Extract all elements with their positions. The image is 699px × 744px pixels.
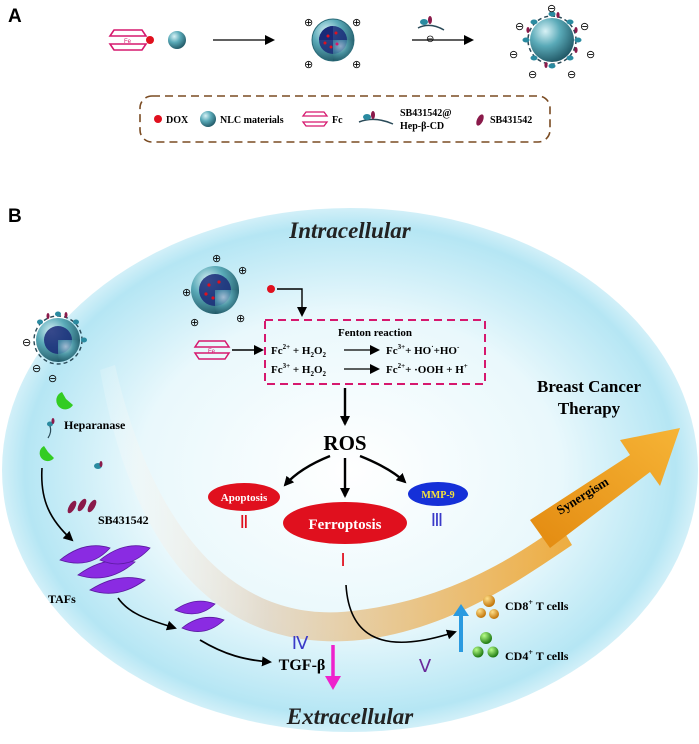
tafs-cells-icon: [59, 545, 151, 594]
legend-sb-cd-label-line2: Hep-β-CD: [400, 121, 444, 132]
arrow-tafs-to-taf2: [117, 597, 177, 631]
panel-b-label: B: [8, 206, 22, 227]
synergism-arrow: [530, 428, 680, 548]
svg-text:Fc3++ HO·+HO-: Fc3++ HO·+HO-: [386, 343, 460, 357]
legend-sb-label: SB431542: [490, 115, 532, 126]
svg-text:Fc3+ + H2O2: Fc3+ + H2O2: [271, 362, 327, 378]
swoosh-curve: [100, 365, 572, 642]
cd8-tcell-icons: [476, 595, 499, 619]
svg-text:⊕: ⊕: [212, 253, 221, 265]
svg-text:Fe: Fe: [124, 39, 132, 45]
legend-fc-label: Fc: [332, 115, 343, 126]
cd-fragment-icon: [94, 461, 103, 469]
svg-text:⊕: ⊕: [352, 59, 361, 71]
extracellular-label: Extracellular: [286, 704, 415, 729]
intracellular-label: Intracellular: [288, 218, 411, 243]
loaded-nlc-particle-b: [191, 266, 239, 314]
svg-text:⊖: ⊖: [22, 337, 31, 349]
svg-text:⊖: ⊖: [32, 363, 41, 375]
sb-cd-fragment-icon: [47, 418, 55, 439]
arrow-dox-to-fenton: [277, 288, 307, 317]
svg-text:⊕: ⊕: [304, 17, 313, 29]
svg-text:⊖: ⊖: [586, 49, 595, 61]
arrow-to-tafs: [40, 467, 74, 542]
legend-sb-cd-icon: [358, 111, 394, 125]
arrow-ros-to-mmp9: [359, 454, 407, 484]
cd8-label: CD8+ T cells: [505, 598, 569, 613]
svg-text:⊖: ⊖: [567, 69, 576, 81]
svg-text:Fc2++ ·OOH + H+: Fc2++ ·OOH + H+: [386, 362, 468, 376]
mmp9-ellipse: [408, 482, 468, 506]
roman-iii: Ⅲ: [431, 510, 443, 530]
tafs-cells-icon-2: [174, 600, 225, 632]
svg-text:⊖: ⊖: [528, 69, 537, 81]
legend-dox-label: DOX: [166, 115, 189, 126]
tgf-down-arrow-head: [325, 676, 341, 690]
legend-nlc-icon: [200, 111, 216, 127]
svg-text:⊕: ⊕: [182, 287, 191, 299]
svg-text:⊕: ⊕: [236, 313, 245, 325]
roman-iv: Ⅳ: [292, 633, 309, 653]
mmp9-label: MMP-9: [421, 490, 454, 501]
svg-text:Fe: Fe: [208, 349, 216, 355]
tafs-label: TAFs: [48, 592, 76, 606]
cd4-label: CD4+ T cells: [505, 648, 569, 663]
svg-text:⊖: ⊖: [48, 373, 57, 385]
nlc-particle-icon: [168, 31, 186, 49]
arrow-to-tgf: [199, 639, 272, 667]
tgf-beta-label: TGF-β: [279, 657, 326, 674]
arrow-ferroptosis-to-tcells: [345, 584, 457, 644]
tcell-up-arrow-head: [453, 604, 469, 616]
ros-label: ROS: [323, 431, 366, 455]
negative-charge-icons: ⊖ ⊖ ⊖ ⊖ ⊖ ⊖ ⊖: [509, 3, 595, 81]
dox-dot-icon: [146, 36, 154, 44]
svg-text:⊕: ⊕: [238, 265, 247, 277]
heparanase-icon: [56, 392, 73, 410]
apoptosis-label: Apoptosis: [221, 492, 268, 504]
loaded-nlc-particle: [311, 18, 355, 62]
panel-a-label: A: [8, 6, 22, 27]
svg-text:Fc2+ + H2O2: Fc2+ + H2O2: [271, 343, 327, 359]
legend-dox-icon: [154, 115, 162, 123]
svg-text:⊖: ⊖: [515, 21, 524, 33]
positive-charge-icons-b: ⊕ ⊕ ⊕ ⊕ ⊕: [182, 253, 247, 329]
cd4-tcell-icons: [472, 632, 499, 658]
roman-i: Ⅰ: [340, 550, 345, 570]
svg-text:⊖: ⊖: [509, 49, 518, 61]
heparanase-icon-2: [39, 446, 54, 462]
panel-a-legend-box: [139, 95, 551, 143]
svg-text:⊕: ⊕: [190, 317, 199, 329]
ferrocene-icon: Fe: [108, 29, 148, 51]
roman-v: Ⅴ: [419, 656, 432, 676]
negative-charge-icons-b: ⊖ ⊖ ⊖: [22, 337, 57, 385]
positive-charge-icons: ⊕ ⊕ ⊕ ⊕: [304, 17, 361, 71]
roman-ii: Ⅱ: [240, 512, 249, 532]
legend-sb-icon: [476, 114, 484, 126]
heparanase-label: Heparanase: [64, 418, 126, 432]
sb-cd-complex-icon: ⊖: [417, 16, 445, 45]
ferroptosis-ellipse: [283, 502, 407, 544]
svg-text:⊕: ⊕: [352, 17, 361, 29]
svg-text:⊖: ⊖: [580, 21, 589, 33]
svg-text:⊖: ⊖: [547, 3, 556, 15]
fenton-title: Fenton reaction: [338, 327, 412, 339]
ferrocene-icon-b: Fe: [193, 340, 231, 360]
legend-nlc-label: NLC materials: [220, 115, 284, 126]
svg-text:⊕: ⊕: [304, 59, 313, 71]
breast-cancer-line1: Breast Cancer: [537, 377, 641, 396]
dox-dot-b: [267, 285, 275, 293]
legend-fc-icon: [301, 111, 329, 127]
cell-background: [2, 208, 698, 732]
coated-nlc-particle: [522, 11, 582, 69]
arrow-ros-to-apoptosis: [283, 454, 331, 487]
sb431542-molecules-icon: [67, 498, 97, 514]
coated-nlc-particle-b: [33, 311, 87, 365]
ferroptosis-label: Ferroptosis: [308, 517, 381, 533]
fenton-reaction-box: [264, 319, 486, 385]
sb431542-label-b: SB431542: [98, 513, 149, 527]
apoptosis-ellipse: [208, 483, 280, 511]
breast-cancer-line2: Therapy: [558, 399, 621, 418]
legend-sb-cd-label-line1: SB431542@: [400, 108, 452, 119]
